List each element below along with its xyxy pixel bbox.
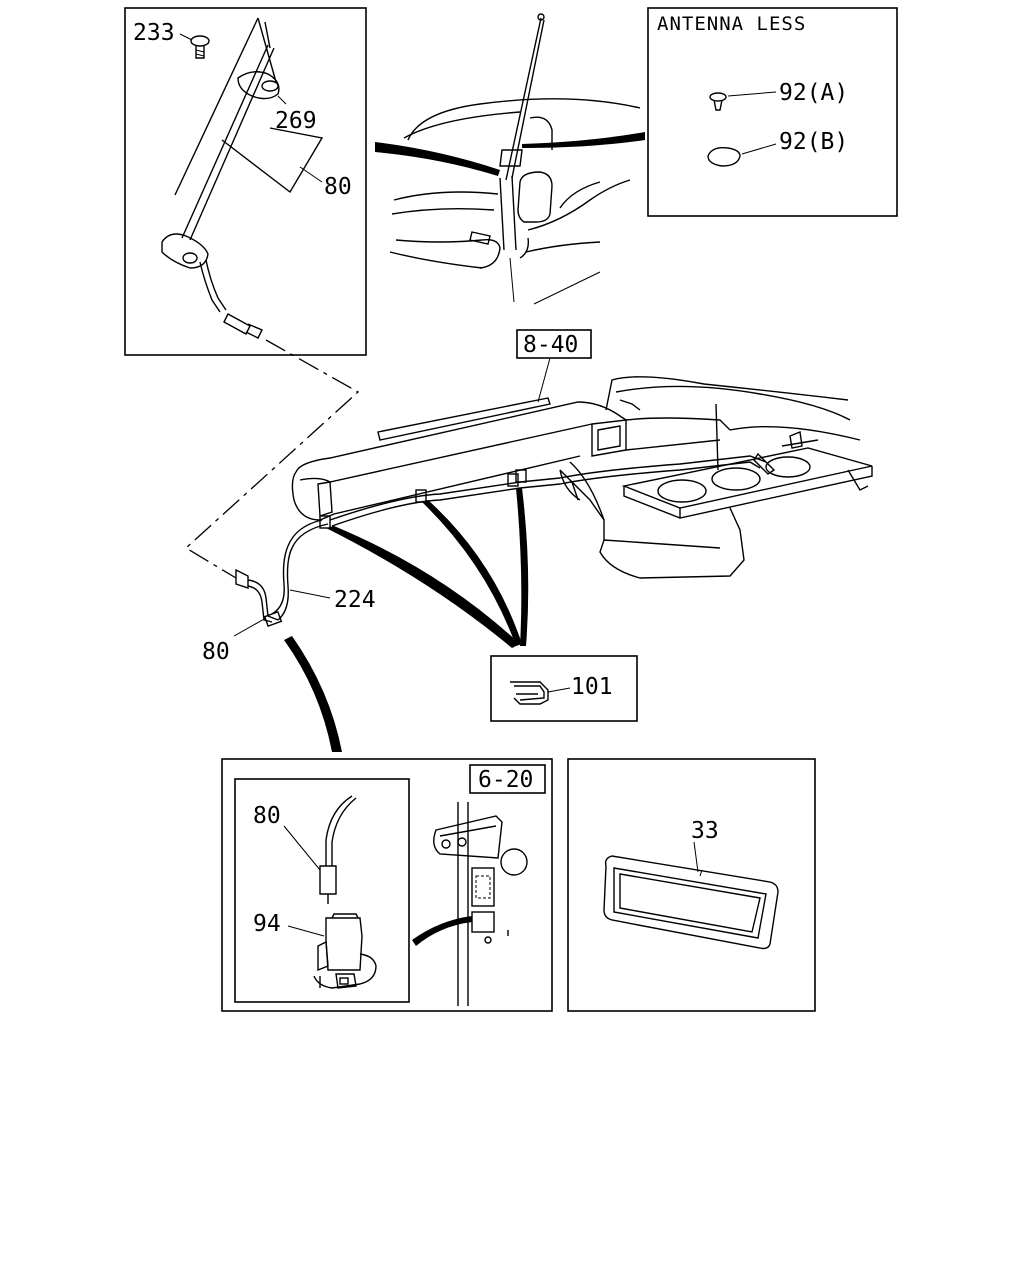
callout-80-detail: 80: [253, 803, 281, 829]
plug-screw-92a-icon: [709, 92, 727, 111]
radio-bezel-33-icon: [603, 855, 779, 950]
antenna-plug-icon: [223, 313, 263, 339]
clip-101-icon: [510, 681, 549, 705]
ref-8-40: 8-40: [523, 332, 578, 358]
side-mirror-icon: [517, 171, 553, 223]
clip-3-icon: [507, 473, 519, 487]
wedge-clip-1: [326, 526, 520, 648]
callout-33: 33: [691, 818, 719, 844]
cable-end-connector-icon: [753, 452, 776, 475]
wedge-clip-2: [422, 500, 522, 646]
callout-94: 94: [253, 911, 281, 937]
wedge-detail-to-vehicle: [375, 142, 500, 176]
radio-connection-panel: 80 94 6-20: [221, 758, 553, 1012]
callout-80-mid: 80: [202, 639, 230, 665]
screw-233-icon: [190, 35, 210, 59]
instrument-panel-view: 8-40: [202, 329, 873, 665]
antenna-less-panel: ANTENNA LESS 92(A) 92(B): [647, 7, 898, 217]
callout-80-top: 80: [324, 174, 352, 200]
clip-1-icon: [319, 515, 331, 529]
wedge-clip-3: [516, 488, 529, 646]
radio-connector-94-icon: [313, 913, 377, 989]
cable-plug-80-icon: [235, 568, 283, 627]
cap-92b-icon: [707, 146, 741, 167]
vehicle-antenna-view: [389, 13, 641, 305]
radio-chassis-icon: [433, 802, 528, 1006]
wedge-cable-to-radio-detail: [284, 636, 342, 752]
clip-4-icon: [515, 469, 527, 483]
clip-2-icon: [415, 489, 427, 503]
callout-101: 101: [571, 674, 613, 700]
antenna-mast-detail-panel: 233 269 80: [124, 7, 367, 356]
antenna-less-title: ANTENNA LESS: [657, 13, 806, 35]
antenna-mount-upper-icon: [237, 71, 280, 100]
ref-8-40-box: [516, 329, 592, 359]
wedge-connector-to-chassis: [412, 916, 472, 946]
clip-101-panel: 101: [490, 655, 638, 722]
antenna-mount-lower-icon: [161, 233, 209, 269]
callout-224: 224: [334, 587, 376, 613]
leader-plug-to-cable: [184, 339, 360, 579]
callout-92b: 92(B): [779, 129, 848, 155]
ref-6-20: 6-20: [478, 767, 533, 793]
callout-92a: 92(A): [779, 80, 848, 106]
antenna-cable-80-icon: [319, 795, 357, 904]
bezel-33-panel: 33: [567, 758, 816, 1012]
wedge-antennaless-to-vehicle: [522, 132, 645, 148]
ref-6-20-box: [469, 764, 546, 794]
callout-233: 233: [133, 20, 175, 46]
